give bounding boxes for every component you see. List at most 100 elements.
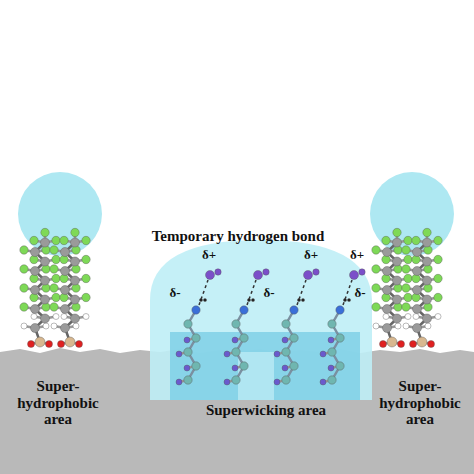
atom [395,323,401,329]
atom [240,334,248,342]
atom [372,284,380,292]
atom [53,314,59,320]
atom [61,324,70,333]
area-label: Temporary hydrogen bond [138,228,338,245]
atom [347,298,350,301]
atom [251,298,254,301]
atom [31,248,40,257]
atom [423,295,432,304]
atom [184,376,192,384]
atom [328,365,334,371]
atom [382,236,390,244]
atom [372,246,380,254]
area-label: Superwicking area [186,402,346,419]
atom [184,337,190,343]
atom [383,267,392,276]
atom [192,362,200,370]
atom [304,271,313,280]
atom [393,314,402,323]
atom [184,365,190,371]
atom [28,341,35,348]
atom [282,348,290,356]
atom [82,293,90,301]
atom [61,305,70,314]
atom [328,320,336,328]
atom [282,365,288,371]
atom [35,337,45,347]
atom [43,323,49,329]
atom [73,323,79,329]
atom [434,255,442,263]
atom [232,320,240,328]
atom [176,351,182,357]
atom [240,362,248,370]
charge-label: δ+ [346,248,368,262]
atom [20,265,28,273]
atom [328,337,334,343]
area-label: Super-hydrophobic area [370,378,470,428]
atom [203,298,206,301]
atom [31,314,37,320]
atom [41,314,50,323]
atom [423,314,432,323]
atom [41,257,50,266]
atom [232,337,238,343]
atom [184,348,192,356]
atom [435,314,441,320]
atom [290,334,298,342]
atom [46,341,53,348]
atom [58,341,65,348]
atom [50,265,58,273]
atom [232,376,240,384]
atom [403,323,409,329]
atom [199,298,202,301]
atom [402,303,410,311]
atom [41,238,50,247]
atom [336,362,344,370]
atom [413,324,422,333]
atom [328,348,336,356]
atom [423,238,432,247]
atom [434,274,442,282]
atom [274,379,280,385]
atom [402,246,410,254]
atom [359,269,365,275]
charge-label: δ- [258,286,280,300]
micro-pillar [238,352,274,400]
atom [423,228,431,236]
atom [282,337,288,343]
atom [31,286,40,295]
atom [82,255,90,263]
atom [297,298,300,301]
atom [52,274,60,282]
hydrogen-bond [343,280,352,305]
water-droplet [370,172,454,256]
atom [413,314,419,320]
atom [41,228,49,236]
charge-label: δ- [349,286,371,300]
atom [61,286,70,295]
atom [434,236,442,244]
atom [425,323,431,329]
atom [192,306,200,314]
atom [52,255,60,263]
atom [423,276,432,285]
atom [372,265,380,273]
water-film [150,240,372,400]
atom [404,236,412,244]
wicking-structure [170,332,360,400]
atom [206,271,215,280]
atom [41,276,50,285]
atom [61,314,67,320]
atom [263,269,269,275]
atom [393,238,402,247]
hydrogen-bond [247,280,256,305]
atom [82,274,90,282]
atom [404,255,412,263]
atom [51,323,57,329]
atom [413,248,422,257]
atom [20,303,28,311]
atom [61,248,70,257]
atom [383,305,392,314]
